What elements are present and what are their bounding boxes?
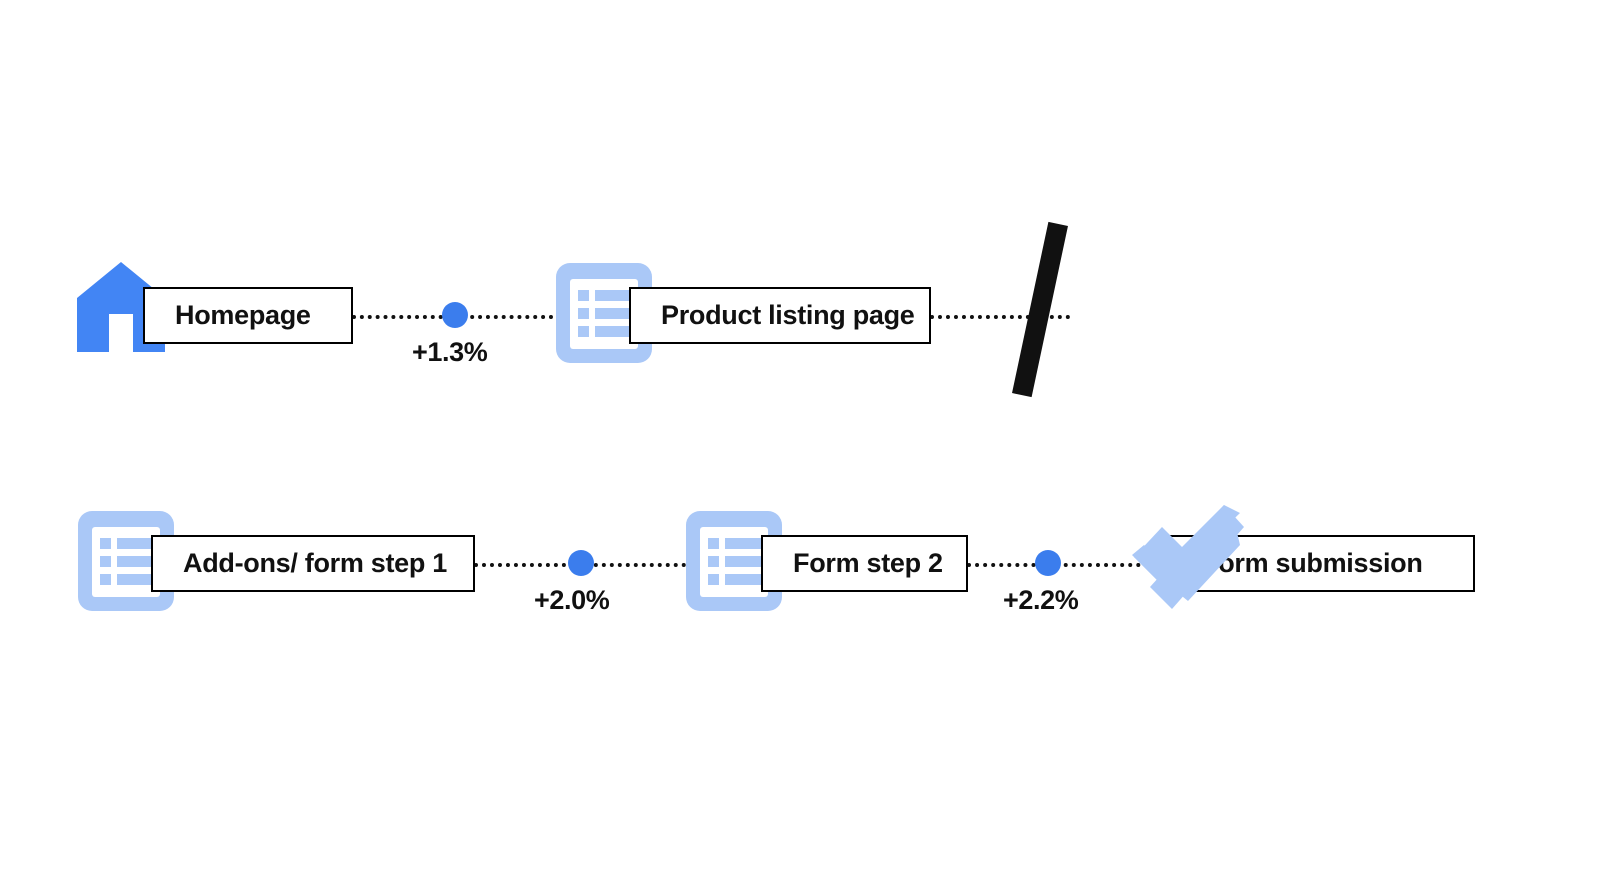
- node-product-listing-page[interactable]: Product listing page: [629, 287, 931, 344]
- node-product-listing-page-label: Product listing page: [661, 300, 915, 330]
- connector-addons-to-step2: [474, 563, 774, 567]
- diagonal-slash-icon: [1012, 221, 1068, 398]
- node-homepage[interactable]: Homepage: [143, 287, 353, 344]
- node-form-step-2-label: Form step 2: [793, 548, 943, 578]
- lift-label-addons-to-step2: +2.0%: [534, 585, 610, 615]
- lift-label-homepage-to-plp: +1.3%: [412, 337, 488, 367]
- connector-step2-to-submission: [967, 563, 1197, 567]
- node-form-submission-label: Form submission: [1202, 548, 1423, 578]
- connector-plp-to-continuation: [930, 315, 1070, 319]
- node-add-ons-form-step-1[interactable]: Add-ons/ form step 1: [151, 535, 475, 592]
- list-document-icon: [78, 511, 174, 611]
- step-dot-homepage-to-plp[interactable]: [442, 302, 468, 328]
- step-dot-step2-to-submission[interactable]: [1035, 550, 1061, 576]
- list-document-icon: [556, 263, 652, 363]
- node-homepage-label: Homepage: [175, 300, 311, 330]
- check-icon: [1128, 505, 1244, 623]
- node-add-ons-form-step-1-label: Add-ons/ form step 1: [183, 548, 448, 578]
- step-dot-addons-to-step2[interactable]: [568, 550, 594, 576]
- lift-label-step2-to-submission: +2.2%: [1003, 585, 1079, 615]
- connector-homepage-to-plp: [352, 315, 640, 319]
- list-document-icon: [686, 511, 782, 611]
- node-form-step-2[interactable]: Form step 2: [761, 535, 968, 592]
